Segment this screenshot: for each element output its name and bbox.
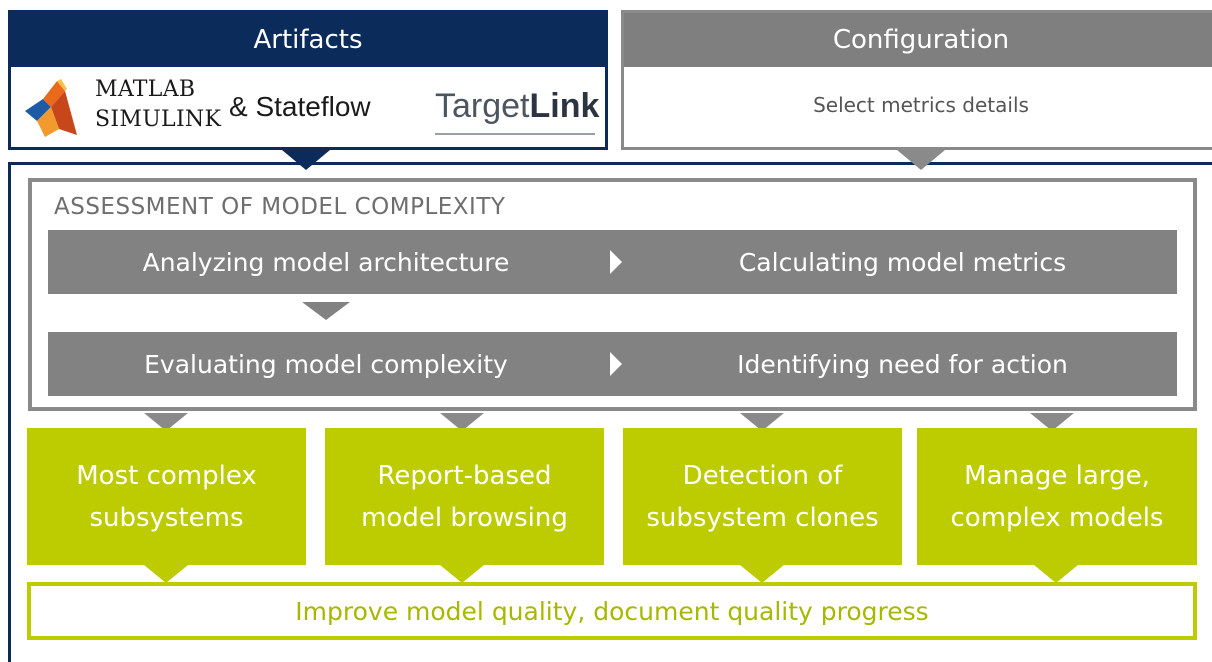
chevron-right-icon [610,250,622,274]
outcome-clone-detection: Detection of subsystem clones [623,428,902,565]
configuration-body: Select metrics details [813,93,1029,117]
outcome-down-arrow-icon [440,413,484,431]
green-down-arrow-icon [440,565,484,583]
outcome-down-arrow-icon [144,413,188,431]
chevron-right-icon [610,352,622,376]
outcome-down-arrow-icon [740,413,784,431]
outcome-line: Detection of [682,460,843,491]
green-down-arrow-icon [1034,565,1078,583]
outcome-most-complex-subsystems: Most complex subsystems [27,428,306,565]
configuration-panel: Configuration Select metrics details [621,10,1212,150]
matlab-logo-icon [25,79,77,137]
outcome-line: model browsing [361,502,568,533]
artifacts-panel: Artifacts MATLAB SIMULINK & Stateflow Ta… [8,10,608,150]
stateflow-label: & Stateflow [229,91,371,122]
targetlink-word-target: Target [435,87,530,125]
matlab-simulink-wordmark: MATLAB SIMULINK [95,75,235,135]
outcome-manage-large-models: Manage large, complex models [917,428,1197,565]
green-down-arrow-icon [144,565,188,583]
targetlink-logo: TargetLink [435,83,599,135]
step-calculating-metrics: Calculating model metrics [738,247,1067,277]
outcome-line: complex models [950,502,1164,533]
row-down-arrow-icon [302,302,350,320]
configuration-header: Configuration [624,13,1212,67]
outcome-line: subsystem clones [646,502,879,533]
green-down-arrow-icon [740,565,784,583]
artifacts-down-arrow-icon [282,150,330,170]
artifacts-logos: MATLAB SIMULINK & Stateflow TargetLink [11,67,605,147]
step-identifying-need: Identifying need for action [737,349,1068,379]
configuration-down-arrow-icon [897,150,945,170]
matlab-word: MATLAB [95,77,196,102]
quality-goal-bar: Improve model quality, document quality … [27,582,1197,640]
step-evaluating-complexity: Evaluating model complexity [144,349,508,379]
outcome-line: Most complex [76,460,257,491]
outcome-line: subsystems [89,502,244,533]
outcome-report-based-browsing: Report-based model browsing [325,428,604,565]
targetlink-word-link: Link [529,87,600,125]
outcome-line: Report-based [377,460,552,491]
assessment-box: ASSESSMENT OF MODEL COMPLEXITY Analyzing… [28,178,1197,411]
assessment-title: ASSESSMENT OF MODEL COMPLEXITY [54,194,506,220]
assessment-row-2: Evaluating model complexity Identifying … [48,332,1177,396]
artifacts-header: Artifacts [11,13,605,67]
step-analyzing-architecture: Analyzing model architecture [142,247,510,277]
outcome-line: Manage large, [964,460,1150,491]
simulink-word: SIMULINK [95,107,222,132]
process-frame [8,162,1212,662]
assessment-row-1: Analyzing model architecture Calculating… [48,230,1177,294]
outcome-down-arrow-icon [1030,413,1074,431]
